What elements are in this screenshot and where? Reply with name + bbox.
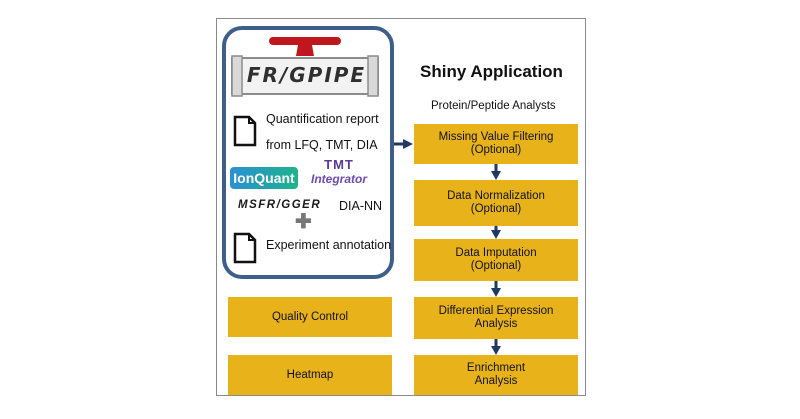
pipeline-step: Differential Expression Analysis bbox=[414, 297, 578, 339]
heatmap-label: Heatmap bbox=[286, 368, 334, 381]
heatmap-box: Heatmap bbox=[228, 355, 392, 395]
dia-nn-label: DIA-NN bbox=[339, 199, 383, 213]
plus-icon: ✚ bbox=[295, 211, 312, 233]
arrowhead-down bbox=[491, 288, 501, 297]
tmt-logo-line2: Integrator bbox=[310, 172, 367, 186]
report-label-line2: from LFQ, TMT, DIA bbox=[266, 138, 378, 152]
app-title: Shiny Application bbox=[420, 62, 563, 81]
step-line2: (Optional) bbox=[470, 203, 522, 215]
step-line2: Analysis bbox=[474, 375, 518, 387]
document-icon bbox=[233, 115, 257, 147]
arrowhead-down bbox=[491, 230, 501, 239]
step-line1: Missing Value Filtering bbox=[438, 131, 554, 143]
pipeline-step: Missing Value Filtering (Optional) bbox=[414, 124, 578, 164]
document-icon bbox=[233, 232, 257, 264]
pipeline-step: Data Normalization (Optional) bbox=[414, 180, 578, 226]
step-line2: (Optional) bbox=[470, 260, 522, 272]
step-line1: Enrichment bbox=[466, 362, 526, 374]
quality-control-label: Quality Control bbox=[271, 310, 349, 323]
step-line2: (Optional) bbox=[470, 144, 522, 156]
step-line1: Data Normalization bbox=[447, 190, 545, 202]
annotation-label: Experiment annotation bbox=[266, 238, 392, 252]
app-subtitle: Protein/Peptide Analysts bbox=[431, 100, 556, 112]
arrowhead-down bbox=[491, 346, 501, 355]
step-line1: Data Imputation bbox=[455, 247, 537, 259]
tmt-logo-line1: TMT bbox=[324, 157, 354, 172]
arrowhead-right bbox=[403, 139, 413, 149]
report-label-line1: Quantification report bbox=[266, 112, 379, 126]
quality-control-box: Quality Control bbox=[228, 297, 392, 337]
ionquant-logo: IonQuant bbox=[230, 167, 298, 189]
step-line1: Differential Expression bbox=[438, 305, 554, 317]
fragpipe-logo-text: FR/GPIPE bbox=[246, 63, 367, 87]
tmt-integrator-logo: TMT Integrator bbox=[305, 157, 373, 187]
arrowhead-down bbox=[491, 171, 501, 180]
msfragger-logo: MSFR/GGER bbox=[238, 199, 322, 211]
pipeline-step: Data Imputation (Optional) bbox=[414, 239, 578, 281]
pipeline-step: Enrichment Analysis bbox=[414, 355, 578, 395]
step-line2: Analysis bbox=[474, 318, 518, 330]
